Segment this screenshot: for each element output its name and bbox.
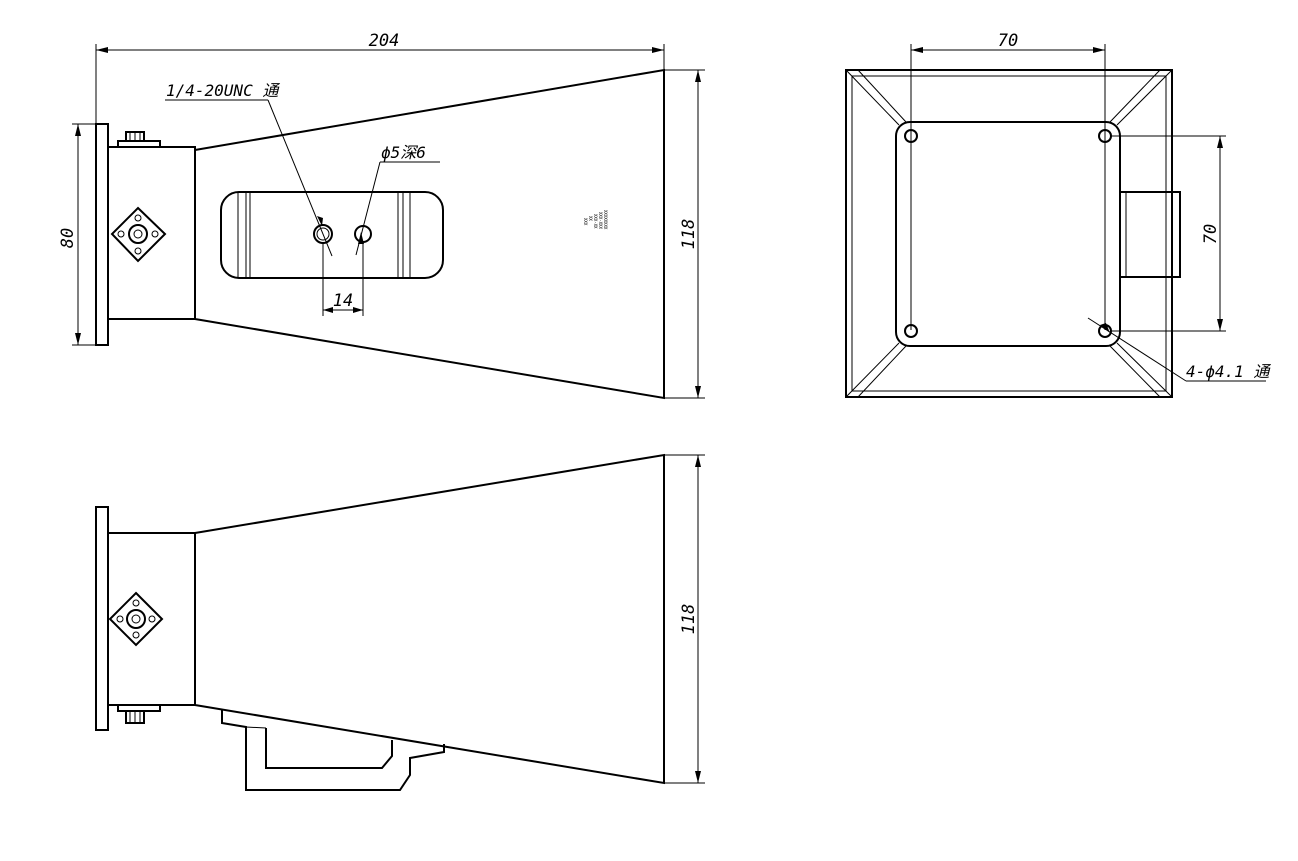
front-view: XXXXXXXX XXX-XXX XXX-XX XX XXX 204 80: [58, 31, 705, 400]
front-top-connector: [117, 131, 161, 148]
callout-thread-hole: 1/4-20UNC 通: [165, 81, 333, 257]
nameplate-line-5: XXX: [583, 218, 588, 226]
end-side-block: [1119, 191, 1181, 278]
front-nameplate: XXXXXXXX XXX-XXX XXX-XX XX XXX: [583, 210, 608, 230]
front-flange: [95, 123, 109, 346]
side-connector-flange-icon: [108, 591, 164, 647]
nameplate-line-2: XXX-XXX: [598, 212, 603, 229]
dim-hole-spacing-label: 14: [333, 291, 353, 311]
front-connector-flange-icon: [110, 206, 167, 263]
end-inner-plate: [895, 121, 1121, 347]
side-mount-bracket: [221, 710, 445, 791]
side-bottom-connector: [117, 704, 161, 724]
callout-blind-hole: ϕ5深6: [355, 143, 440, 256]
front-slot-recess: [220, 191, 444, 279]
front-adapter-block: [107, 146, 196, 320]
dim-aperture-height-bottom: 118: [664, 454, 705, 784]
end-view: 70 70 4-ϕ4.1 通: [845, 31, 1271, 398]
dim-overall-length: 204: [95, 31, 665, 124]
dim-aperture-height-bottom-label: 118: [679, 604, 699, 635]
dim-end-width: 70: [910, 31, 1106, 330]
dim-end-height: 70: [1111, 135, 1226, 332]
dim-overall-length-label: 204: [369, 31, 400, 51]
nameplate-line-4: XX: [588, 216, 593, 221]
dim-end-height-label: 70: [1201, 224, 1221, 244]
nameplate-line-3: XXX-XX: [593, 214, 598, 229]
dim-flange-height-label: 80: [58, 228, 78, 248]
callout-blind-hole-label: ϕ5深6: [381, 143, 426, 162]
callout-mount-holes: 4-ϕ4.1 通: [1087, 317, 1271, 382]
callout-mount-holes-label: 4-ϕ4.1 通: [1186, 362, 1271, 381]
side-view: 118: [95, 453, 705, 791]
side-flange: [95, 506, 109, 731]
dim-hole-spacing: 14: [322, 242, 364, 316]
dim-aperture-height-top: 118: [664, 69, 705, 399]
front-horn-body: [194, 68, 665, 400]
dim-aperture-height-top-label: 118: [679, 219, 699, 250]
nameplate-line-1: XXXXXXXX: [603, 210, 608, 230]
dim-flange-height: 80: [58, 123, 96, 346]
callout-thread-hole-label: 1/4-20UNC 通: [166, 81, 280, 100]
dim-end-width-label: 70: [998, 31, 1018, 51]
side-adapter-block: [107, 532, 196, 706]
end-outer-frame: [845, 69, 1173, 398]
